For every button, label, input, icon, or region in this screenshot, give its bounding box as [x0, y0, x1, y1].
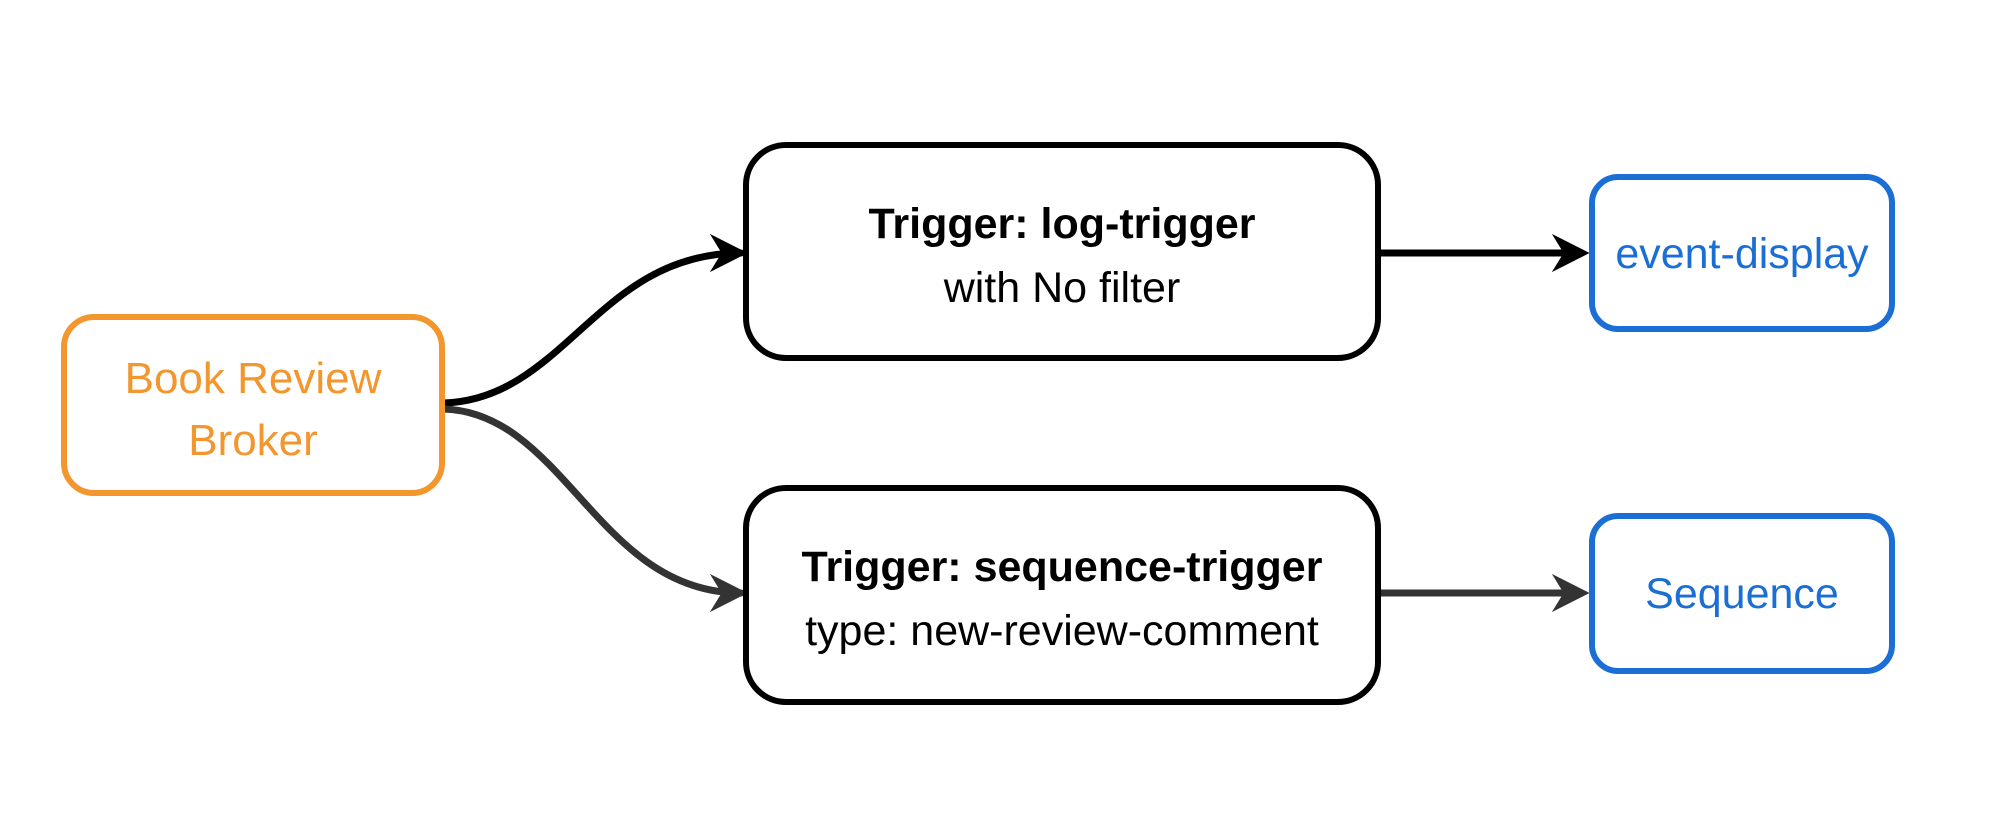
broker-node-label-line1: Book Review [125, 354, 382, 403]
event-display-node-box [1589, 174, 1895, 332]
sequence-trigger-node: Trigger: sequence-trigger type: new-revi… [743, 485, 1381, 705]
broker-node-box [61, 314, 445, 496]
log-trigger-node-title: Trigger: log-trigger [869, 200, 1256, 248]
sequence-node-box [1589, 513, 1895, 674]
log-trigger-node-box [743, 142, 1381, 361]
edge-broker-to-log-trigger [440, 233, 748, 407]
broker-node-label-line2: Broker [188, 416, 318, 465]
sequence-trigger-node-subtitle: type: new-review-comment [805, 607, 1319, 655]
sequence-trigger-node-title: Trigger: sequence-trigger [802, 543, 1323, 591]
sequence-node-label: Sequence [1645, 570, 1839, 618]
log-trigger-node: Trigger: log-trigger with No filter [743, 142, 1381, 361]
sequence-trigger-node-box [743, 485, 1381, 705]
log-trigger-node-subtitle: with No filter [943, 264, 1181, 312]
sequence-node: Sequence [1589, 513, 1895, 674]
event-display-node: event-display [1589, 174, 1895, 332]
edge-broker-to-sequence-trigger [440, 405, 748, 613]
broker-node: Book Review Broker [61, 314, 445, 496]
event-display-node-label: event-display [1615, 230, 1869, 278]
